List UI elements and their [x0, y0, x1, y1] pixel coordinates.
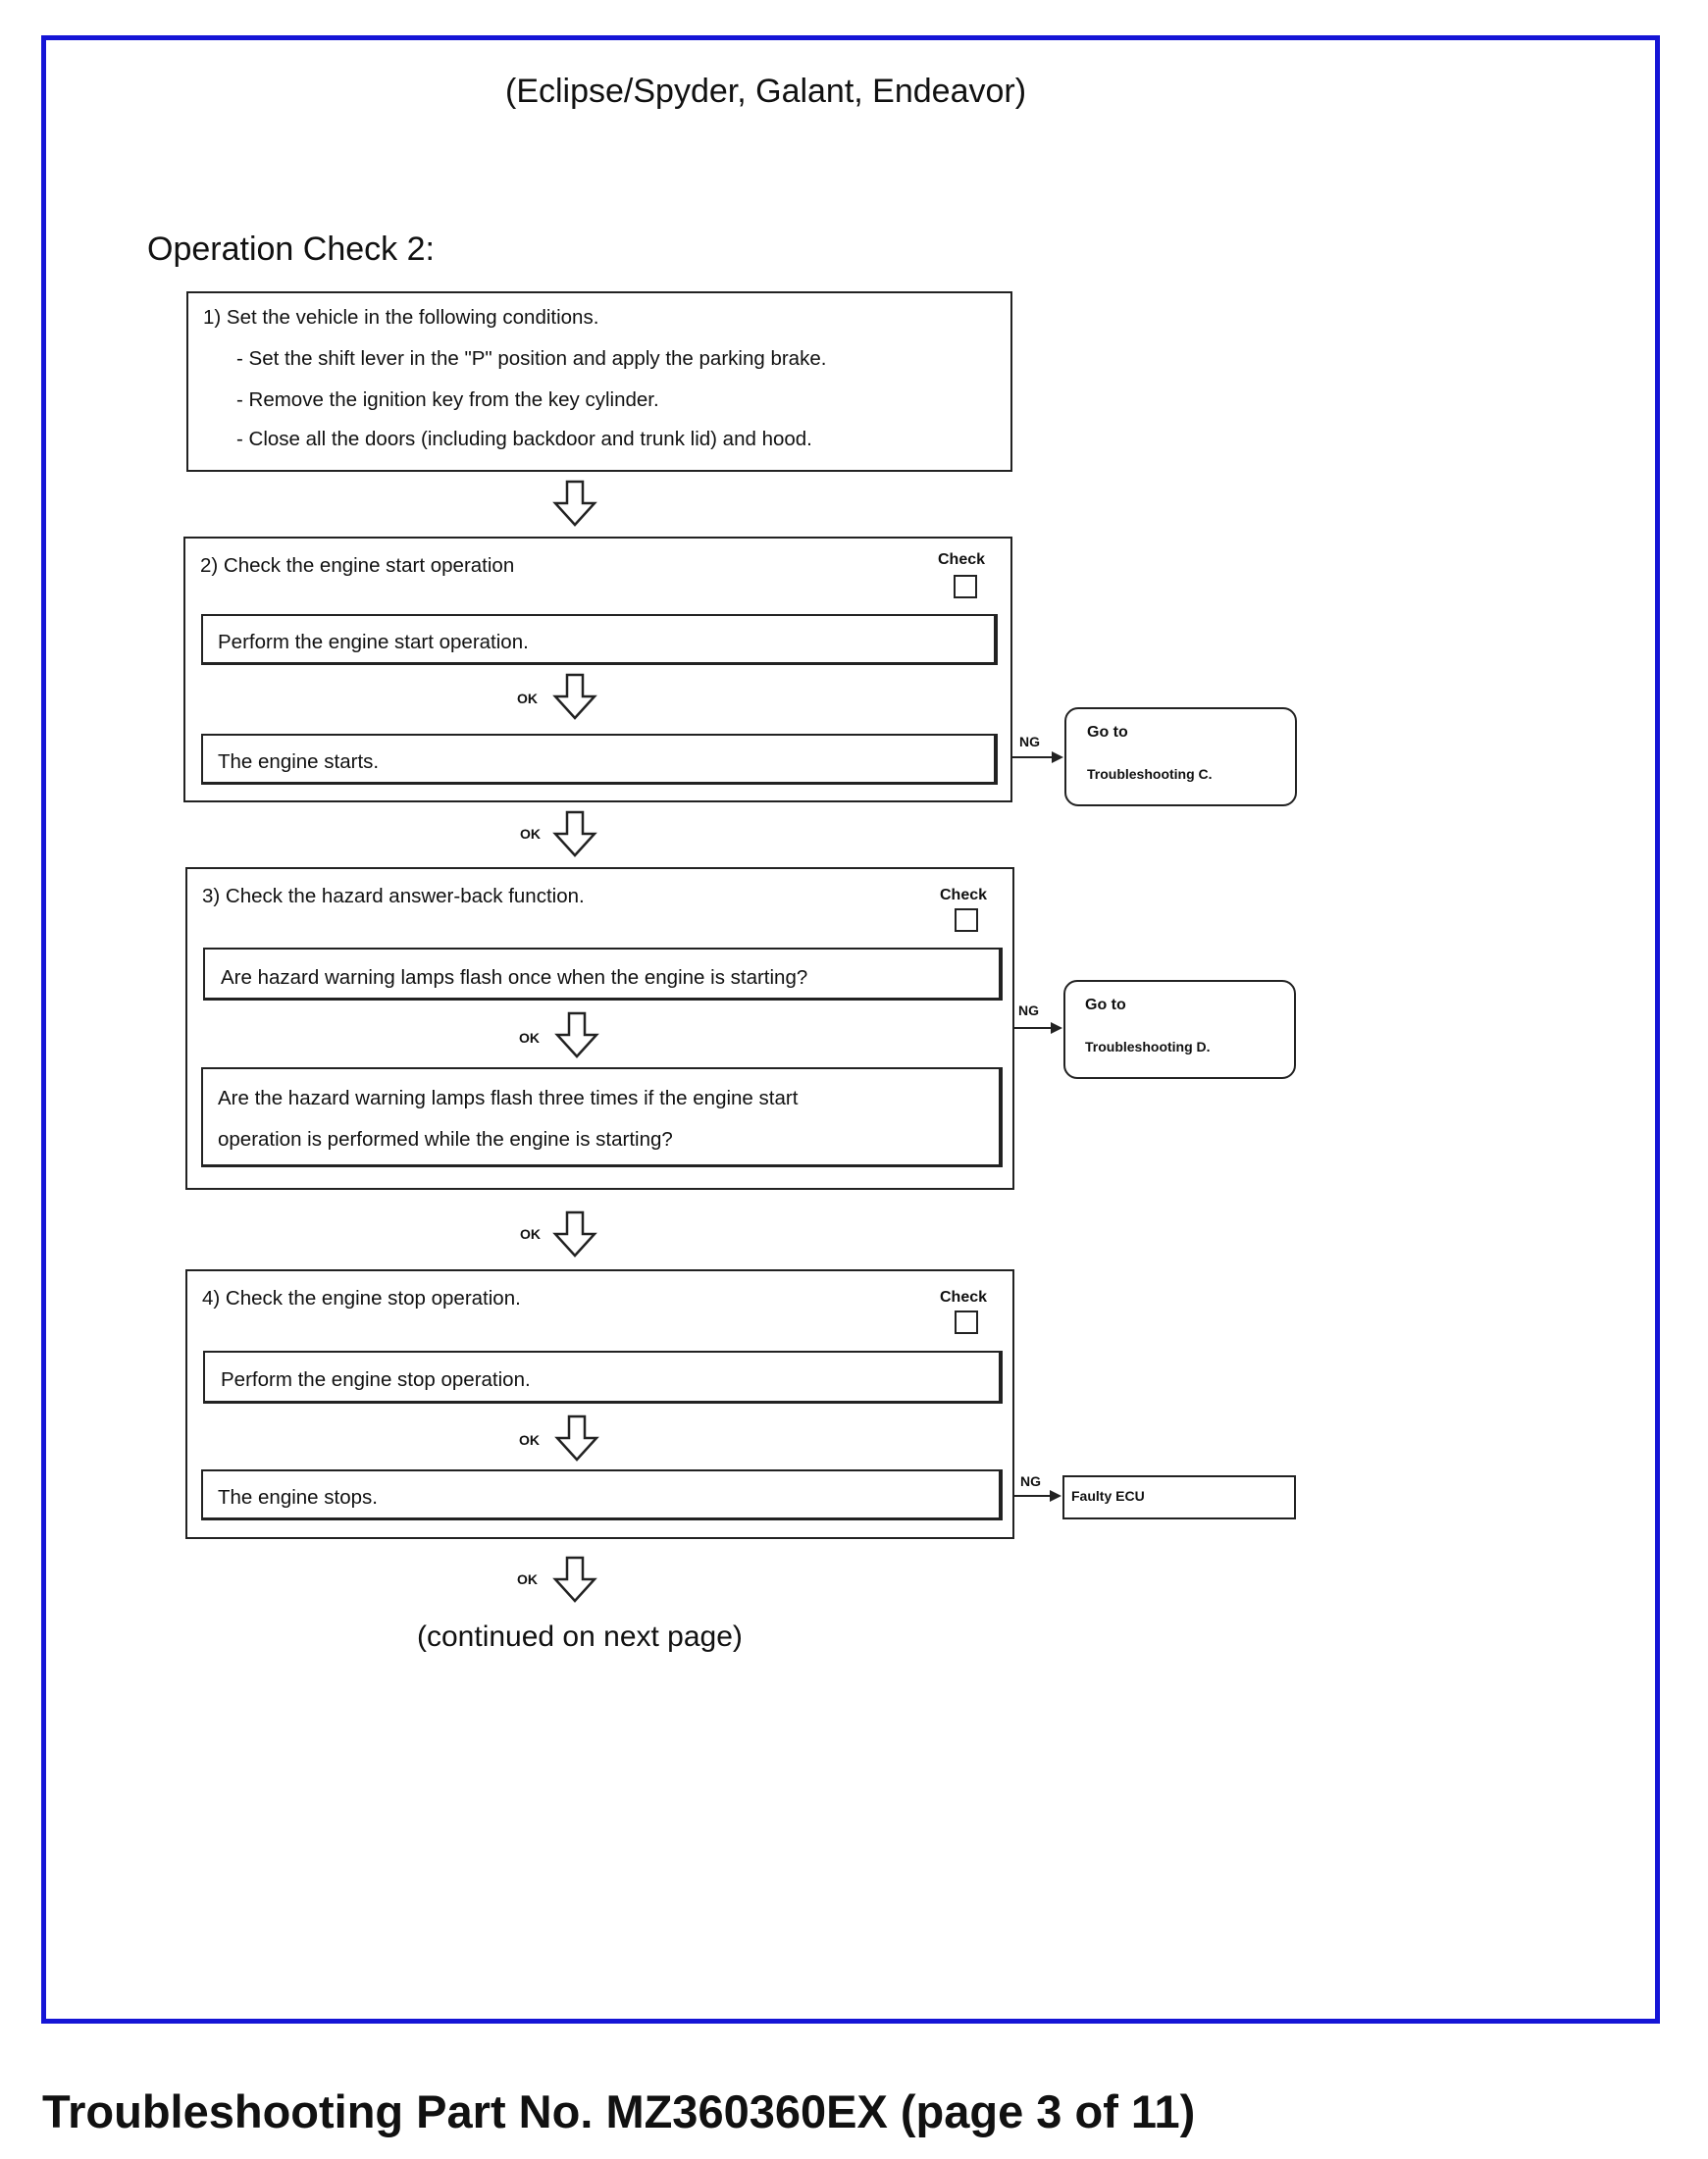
step2-action: Perform the engine start operation. — [218, 631, 529, 653]
model-header: (Eclipse/Spyder, Galant, Endeavor) — [505, 73, 1027, 110]
down-arrow-icon — [554, 1414, 599, 1462]
check-label: Check — [938, 551, 986, 568]
step3-title: 3) Check the hazard answer-back function… — [202, 885, 585, 907]
faulty-ecu-box — [1062, 1475, 1296, 1519]
ng-label: NG — [1019, 734, 1040, 749]
step1-box — [186, 291, 1012, 472]
step4-title: 4) Check the engine stop operation. — [202, 1287, 521, 1310]
down-arrow-icon — [552, 810, 597, 857]
ng-target-d-line1: Go to — [1085, 997, 1126, 1013]
ok-label: OK — [517, 1571, 538, 1587]
down-arrow-icon — [552, 1210, 597, 1258]
section-title: Operation Check 2: — [147, 231, 435, 268]
down-arrow-icon — [552, 480, 597, 527]
page-footer: Troubleshooting Part No. MZ360360EX (pag… — [42, 2085, 1196, 2137]
continued-note: (continued on next page) — [417, 1620, 743, 1653]
page-frame — [41, 35, 1660, 2024]
ok-label: OK — [519, 1432, 540, 1448]
ng-label: NG — [1018, 1002, 1039, 1018]
check-label: Check — [940, 1289, 988, 1306]
check-label: Check — [940, 887, 988, 903]
step3-question1: Are hazard warning lamps flash once when… — [221, 966, 808, 989]
step2-result-box — [201, 734, 998, 785]
ng-arrow-icon — [1014, 1022, 1062, 1034]
step4-result-box — [201, 1469, 1003, 1520]
step4-action: Perform the engine stop operation. — [221, 1368, 531, 1391]
step2-checkbox[interactable] — [954, 575, 977, 598]
ng-target-c-line2: Troubleshooting C. — [1087, 766, 1213, 782]
ng-target-d-box — [1063, 980, 1296, 1079]
step3-question1-box — [203, 948, 1003, 1001]
ng-arrow-icon — [1014, 1490, 1061, 1502]
down-arrow-icon — [552, 673, 597, 720]
step3-checkbox[interactable] — [955, 908, 978, 932]
step4-result: The engine stops. — [218, 1486, 378, 1509]
step1-condition: - Set the shift lever in the "P" positio… — [236, 347, 827, 370]
down-arrow-icon — [554, 1011, 599, 1058]
step4-action-box — [203, 1351, 1003, 1404]
step2-action-box — [201, 614, 998, 665]
step2-result: The engine starts. — [218, 750, 380, 773]
faulty-ecu-label: Faulty ECU — [1071, 1488, 1145, 1504]
down-arrow-icon — [552, 1556, 597, 1603]
step1-title: 1) Set the vehicle in the following cond… — [203, 306, 599, 329]
ng-target-c-box — [1064, 707, 1297, 806]
ng-target-d-line2: Troubleshooting D. — [1085, 1039, 1211, 1054]
ok-label: OK — [517, 691, 538, 706]
ok-label: OK — [519, 1030, 540, 1046]
step1-condition: - Close all the doors (including backdoo… — [236, 428, 812, 450]
ng-target-c-line1: Go to — [1087, 724, 1128, 741]
step3-question2-line2: operation is performed while the engine … — [218, 1128, 673, 1151]
step4-checkbox[interactable] — [955, 1311, 978, 1334]
ng-label: NG — [1020, 1473, 1041, 1489]
ok-label: OK — [520, 826, 541, 842]
step3-question2-box — [201, 1067, 1003, 1167]
step3-question2-line1: Are the hazard warning lamps flash three… — [218, 1087, 799, 1109]
step2-title: 2) Check the engine start operation — [200, 554, 515, 577]
ng-arrow-icon — [1012, 751, 1063, 763]
step1-condition: - Remove the ignition key from the key c… — [236, 388, 659, 411]
ok-label: OK — [520, 1226, 541, 1242]
